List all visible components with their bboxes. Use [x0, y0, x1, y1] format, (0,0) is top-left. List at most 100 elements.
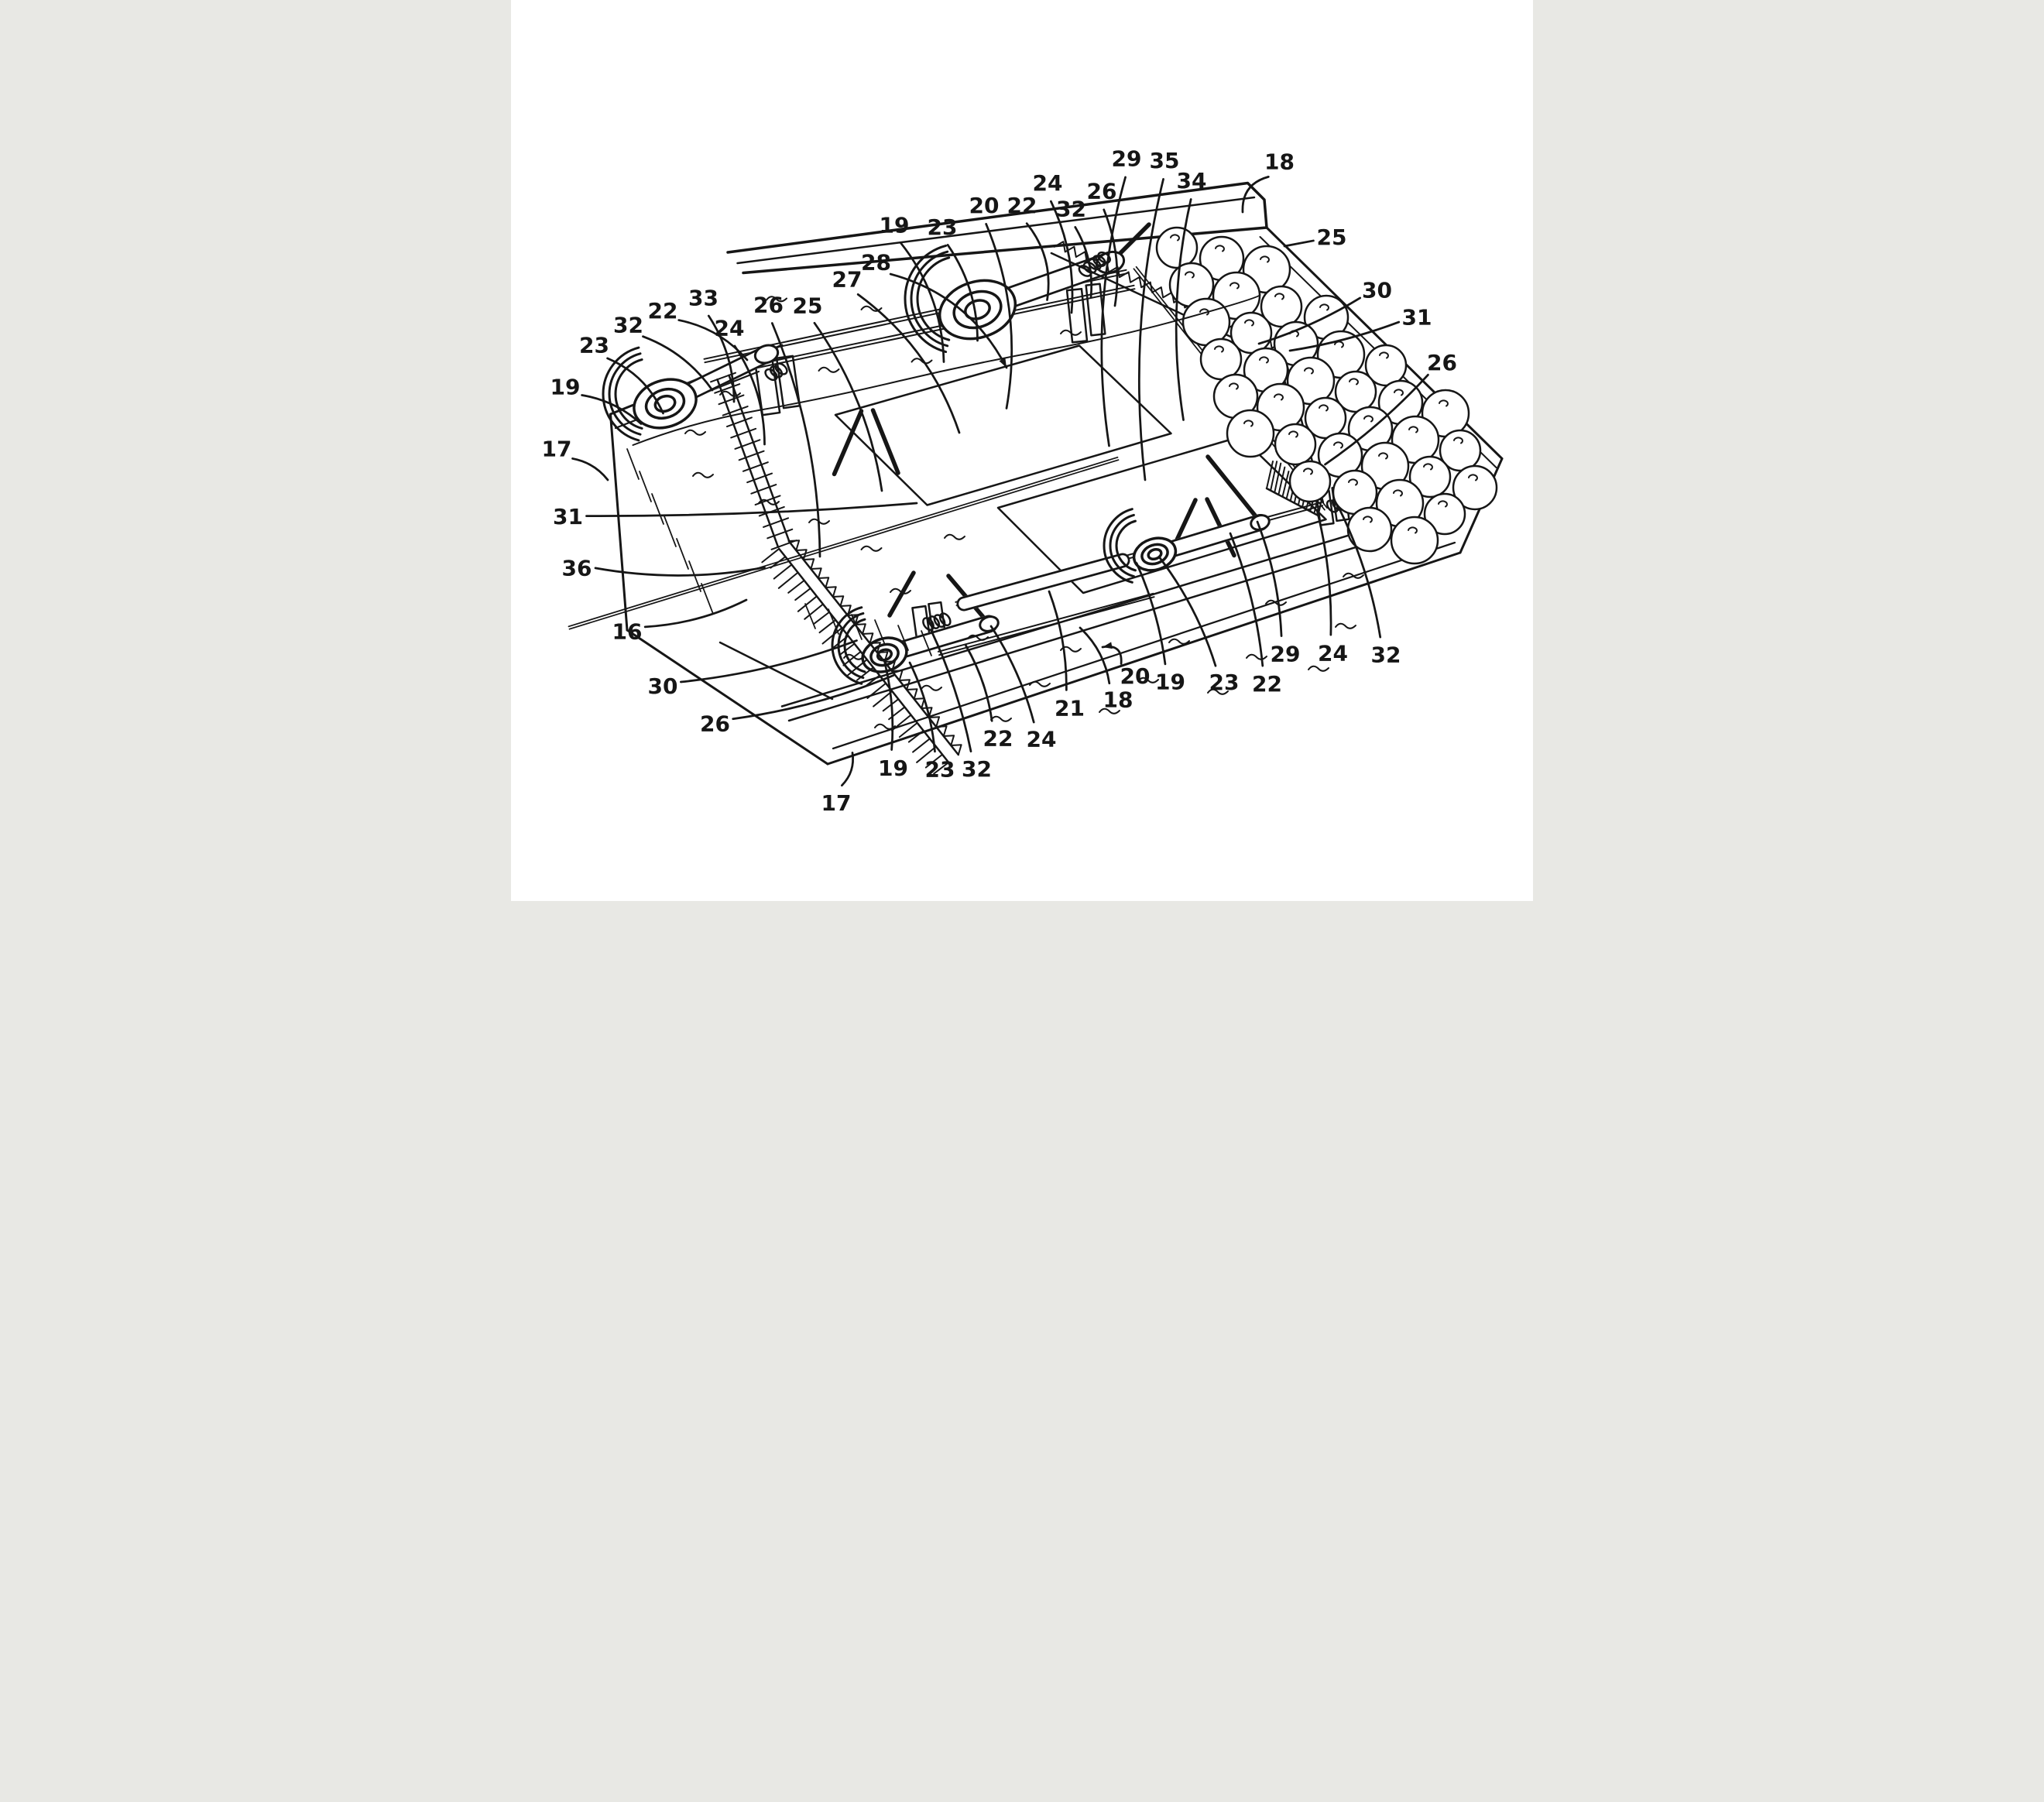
leader-line-19 — [883, 662, 894, 751]
leader-line-20 — [1101, 645, 1123, 665]
leader-line-26 — [1103, 208, 1119, 307]
leader-line-17 — [841, 752, 854, 787]
leader-line-35 — [1137, 178, 1164, 481]
leader-line-23 — [946, 244, 979, 342]
ref-label-27-12: 27 — [832, 267, 863, 293]
leader-line-22 — [1025, 222, 1050, 301]
leader-line-26 — [770, 322, 821, 558]
water-surface-waves — [632, 294, 1364, 730]
ref-label-32-5: 32 — [1056, 197, 1086, 222]
ref-label-22-38: 22 — [1252, 671, 1282, 697]
leader-line-34 — [1175, 198, 1192, 421]
leader-line-23 — [908, 661, 936, 753]
ref-label-26-26: 26 — [700, 711, 730, 737]
leader-line-22 — [965, 644, 993, 722]
ref-label-28-11: 28 — [861, 250, 891, 276]
leader-line-25 — [1283, 239, 1315, 248]
ref-label-25-42: 25 — [1317, 224, 1347, 250]
fruit — [1199, 337, 1243, 381]
ref-label-17-27: 17 — [821, 790, 852, 816]
fruit — [1274, 423, 1317, 466]
ref-label-25-13: 25 — [793, 293, 823, 319]
ref-label-20-35: 20 — [1120, 663, 1151, 689]
leader-lines — [571, 176, 1429, 787]
leader-line-31 — [585, 502, 918, 517]
leader-line-28 — [889, 272, 1008, 369]
rear-rail-beam — [726, 181, 1268, 275]
leader-line-19 — [1135, 562, 1167, 666]
ref-label-20-2: 20 — [969, 193, 1000, 218]
ref-label-33-15: 33 — [688, 286, 718, 311]
ref-label-24-4: 24 — [1033, 170, 1063, 196]
ref-label-23-37: 23 — [1209, 670, 1240, 695]
leader-line-24 — [1315, 509, 1332, 636]
leader-line-29 — [1256, 520, 1283, 637]
fruit — [1423, 492, 1466, 536]
leader-line-26 — [732, 674, 895, 721]
ref-label-16-24: 16 — [612, 619, 643, 645]
ref-label-17-21: 17 — [542, 437, 572, 462]
ref-label-32-30: 32 — [962, 756, 992, 782]
leader-line-22 — [677, 319, 749, 361]
ramp-plates — [834, 344, 1327, 594]
ref-label-24-16: 24 — [715, 316, 745, 341]
ref-label-24-40: 24 — [1318, 641, 1348, 666]
fruit — [1155, 226, 1199, 269]
fruit — [1226, 409, 1275, 458]
ref-label-23-29: 23 — [925, 757, 955, 783]
fruit-bed — [1155, 226, 1498, 565]
ref-label-26-14: 26 — [753, 293, 784, 318]
ref-label-23-1: 23 — [928, 214, 958, 240]
leader-line-32 — [930, 629, 972, 753]
leader-line-31 — [1288, 320, 1401, 352]
ref-label-18-10: 18 — [1264, 149, 1295, 175]
leader-line-23 — [606, 357, 664, 415]
leader-line-20 — [985, 222, 1013, 409]
fruit — [1288, 460, 1332, 503]
ref-label-29-7: 29 — [1112, 146, 1142, 172]
wall-hatch-shading — [626, 448, 932, 656]
lower-ramp-plate — [996, 435, 1327, 594]
ref-label-34-9: 34 — [1177, 168, 1207, 194]
ref-label-26-45: 26 — [1427, 350, 1457, 375]
leader-line-24 — [733, 344, 766, 446]
leader-line-32 — [642, 335, 714, 392]
leader-line-26 — [1324, 373, 1429, 466]
leader-line-24 — [989, 625, 1035, 724]
leader-line-30 — [679, 639, 858, 683]
leader-line-32 — [1338, 508, 1382, 639]
leader-line-29 — [1100, 176, 1127, 447]
upper-ramp-plate — [834, 344, 1172, 506]
leader-line-27 — [856, 293, 961, 434]
ref-label-32-18: 32 — [613, 313, 643, 338]
ref-label-22-31: 22 — [983, 726, 1013, 752]
fruit — [1390, 516, 1439, 565]
ref-label-31-22: 31 — [553, 504, 583, 529]
brush-conveyor-left — [710, 372, 962, 775]
fruit — [1452, 464, 1498, 511]
leader-line-19 — [581, 394, 643, 425]
ref-label-19-28: 19 — [878, 755, 908, 781]
ref-label-22-3: 22 — [1007, 193, 1037, 218]
leader-line-18 — [1079, 626, 1111, 685]
leader-line-19 — [899, 242, 945, 363]
leader-line-25 — [813, 321, 883, 492]
ref-label-31-44: 31 — [1402, 305, 1432, 331]
ref-label-21-33: 21 — [1055, 696, 1085, 721]
leader-line-17 — [571, 457, 609, 481]
leader-line-36 — [594, 566, 766, 577]
ref-label-29-39: 29 — [1271, 642, 1301, 667]
ref-label-30-43: 30 — [1362, 278, 1392, 303]
leader-line-33 — [707, 314, 736, 403]
ref-label-22-17: 22 — [648, 298, 678, 324]
ref-label-19-20: 19 — [550, 375, 581, 400]
ref-label-26-6: 26 — [1087, 179, 1117, 204]
leader-line-16 — [643, 598, 748, 629]
leader-line-24 — [1049, 200, 1074, 314]
ref-label-23-19: 23 — [579, 333, 609, 358]
leader-line-21 — [1048, 590, 1068, 691]
ref-label-19-0: 19 — [880, 213, 910, 238]
